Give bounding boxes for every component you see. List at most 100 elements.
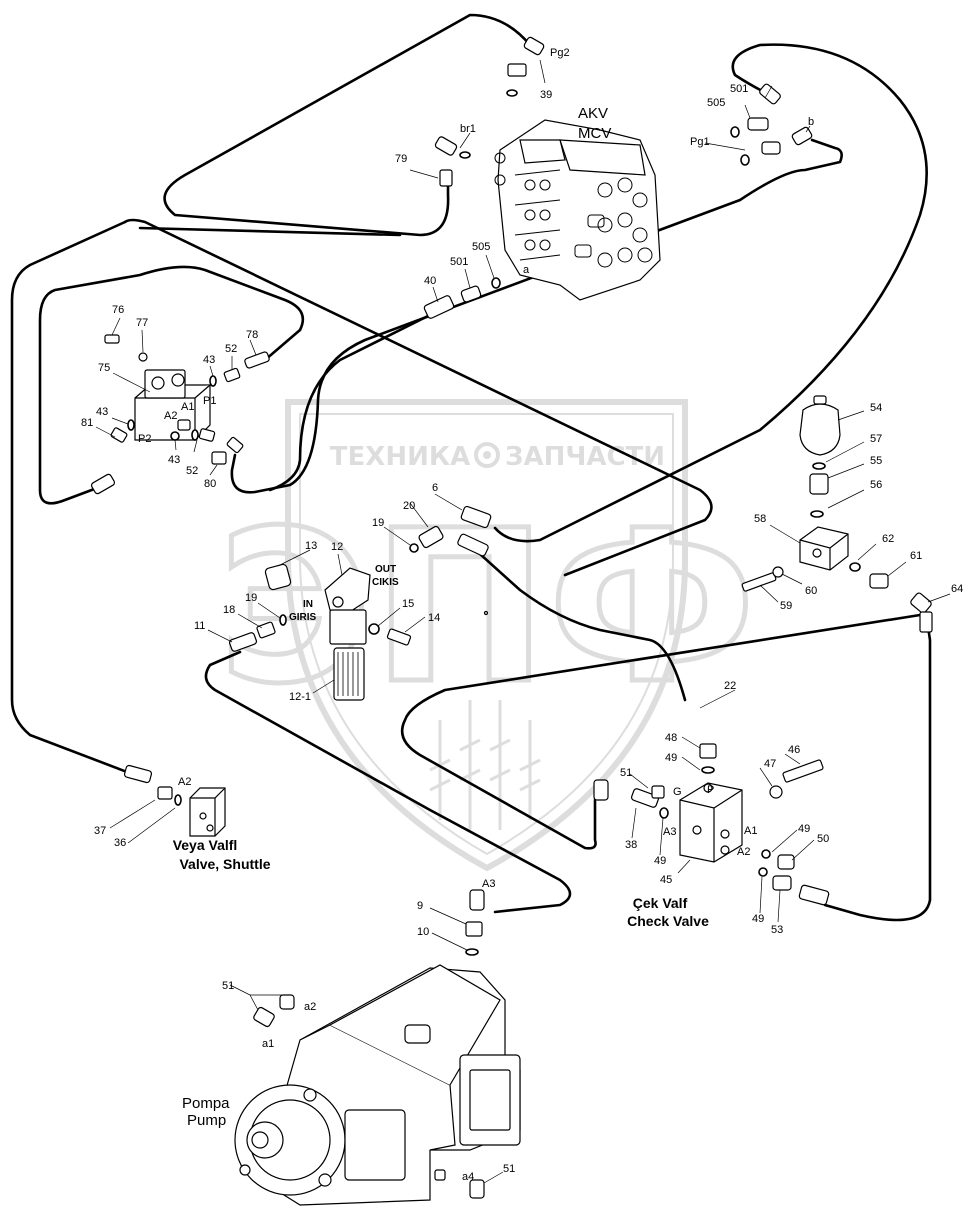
hose-501-right-arc: [493, 43, 928, 543]
part-callouts: 39 505 501 79 40 501 505 76 77 78 75 43 …: [81, 83, 963, 1175]
hose-filter-out: [468, 543, 687, 702]
port-a1: A1: [181, 401, 194, 413]
shuttle-title-line1: Veya Valfl: [173, 837, 238, 853]
port-in: IN: [303, 599, 313, 610]
port-br1: br1: [460, 123, 476, 135]
callout-60: 60: [805, 585, 817, 597]
callout-61: 61: [910, 550, 922, 562]
shuttle-title-line2: Valve, Shuttle: [179, 856, 270, 872]
accumulator-54: [741, 395, 933, 633]
hose-outer-left: [10, 220, 137, 777]
port-giris: GIRIS: [289, 612, 317, 623]
callout-43-bottom: 43: [168, 454, 180, 466]
callout-64: 64: [951, 583, 963, 595]
callout-36: 36: [114, 837, 126, 849]
hose-block-loop: [38, 265, 305, 505]
callout-47: 47: [764, 758, 776, 770]
check-valve-title-line1: Çek Valf: [633, 895, 688, 911]
port-a3-pump: A3: [482, 878, 495, 890]
callout-18: 18: [223, 604, 235, 616]
callout-12-1: 12-1: [289, 691, 311, 703]
port-a: a: [523, 264, 530, 276]
callout-78: 78: [246, 329, 258, 341]
watermark-text-left: ТЕХНИКА: [330, 442, 470, 472]
callout-46: 46: [788, 744, 800, 756]
callout-59: 59: [780, 600, 792, 612]
port-labels: Pg2 Pg1 br1 b a P1 P2 A1 A2 OUT CIKIS IN…: [138, 47, 814, 1183]
callout-49-a: 49: [665, 752, 677, 764]
callout-53: 53: [771, 924, 783, 936]
hose-40-to-block: [268, 313, 432, 492]
callout-501-mid: 501: [450, 256, 468, 268]
line-filter-12: [228, 505, 492, 701]
port-a1-check: A1: [744, 825, 757, 837]
callout-501-top: 501: [730, 83, 748, 95]
port-b: b: [808, 116, 814, 128]
callout-76: 76: [112, 304, 124, 316]
hose-inner-left: [138, 226, 402, 237]
port-a2: A2: [164, 410, 177, 422]
callout-58: 58: [754, 513, 766, 525]
callout-505-top: 505: [707, 97, 725, 109]
callout-80: 80: [204, 478, 216, 490]
port-a2-shuttle: A2: [178, 776, 191, 788]
callout-505-mid: 505: [472, 241, 490, 253]
callout-57: 57: [870, 433, 882, 445]
main-control-valve: AKV MCV: [494, 105, 661, 301]
callout-62: 62: [882, 533, 894, 545]
port-cikis: CIKIS: [372, 577, 399, 588]
callout-14: 14: [428, 612, 440, 624]
pump-title-line1: Pompa: [182, 1095, 230, 1112]
callout-54: 54: [870, 402, 882, 414]
callout-75: 75: [98, 362, 110, 374]
port-p2: P2: [138, 433, 151, 445]
callout-52-bottom: 52: [186, 465, 198, 477]
port-g-check: G: [673, 786, 682, 798]
callout-49-b: 49: [654, 855, 666, 867]
port-out: OUT: [375, 564, 396, 575]
callout-10: 10: [417, 926, 429, 938]
pump-title-line2: Pump: [187, 1112, 226, 1129]
callout-19-left: 19: [245, 592, 257, 604]
callout-11: 11: [194, 620, 205, 632]
callout-38: 38: [625, 839, 637, 851]
callout-9: 9: [417, 900, 423, 912]
callout-13: 13: [305, 540, 317, 552]
callout-19-top: 19: [372, 517, 384, 529]
hose-52-to-300: [263, 328, 302, 362]
callout-79: 79: [395, 153, 407, 165]
hose-filter-in: [204, 650, 572, 914]
port-pg2: Pg2: [550, 47, 570, 59]
watermark-text-right: ЗАПЧАСТИ: [505, 442, 665, 472]
main-pump: Pompa Pump: [182, 889, 521, 1206]
callout-50: 50: [817, 833, 829, 845]
callout-52-top: 52: [225, 343, 237, 355]
callout-12: 12: [331, 541, 343, 553]
leader-lines: [95, 59, 951, 1184]
port-a3-check: A3: [663, 826, 676, 838]
port-a1-pump: a1: [262, 1038, 274, 1050]
callout-81: 81: [81, 417, 93, 429]
callout-49-c: 49: [798, 823, 810, 835]
callout-40: 40: [424, 275, 436, 287]
callout-45: 45: [660, 874, 672, 886]
hose-left-return: [123, 218, 713, 577]
callout-48: 48: [665, 732, 677, 744]
callout-51-a4: 51: [503, 1163, 515, 1175]
port-p-check: P: [707, 784, 714, 796]
gear-icon: [474, 442, 500, 468]
port-a2-check: A2: [737, 846, 750, 858]
callout-22: 22: [724, 680, 736, 692]
callout-51-pump: 51: [222, 980, 234, 992]
pilot-block-75: [90, 334, 270, 495]
hose-64-to-53: [823, 618, 932, 922]
hose-check-loop: [400, 613, 922, 850]
shuttle-valve: Veya Valfl Valve, Shuttle: [123, 764, 271, 872]
check-valve-title-line2: Check Valve: [627, 913, 709, 929]
hose-b-right-loop: [230, 138, 843, 494]
hose-routing: [10, 13, 932, 922]
mcv-title-line1: AKV: [578, 105, 608, 122]
callout-49-d: 49: [752, 913, 764, 925]
callout-51-check: 51: [620, 767, 632, 779]
